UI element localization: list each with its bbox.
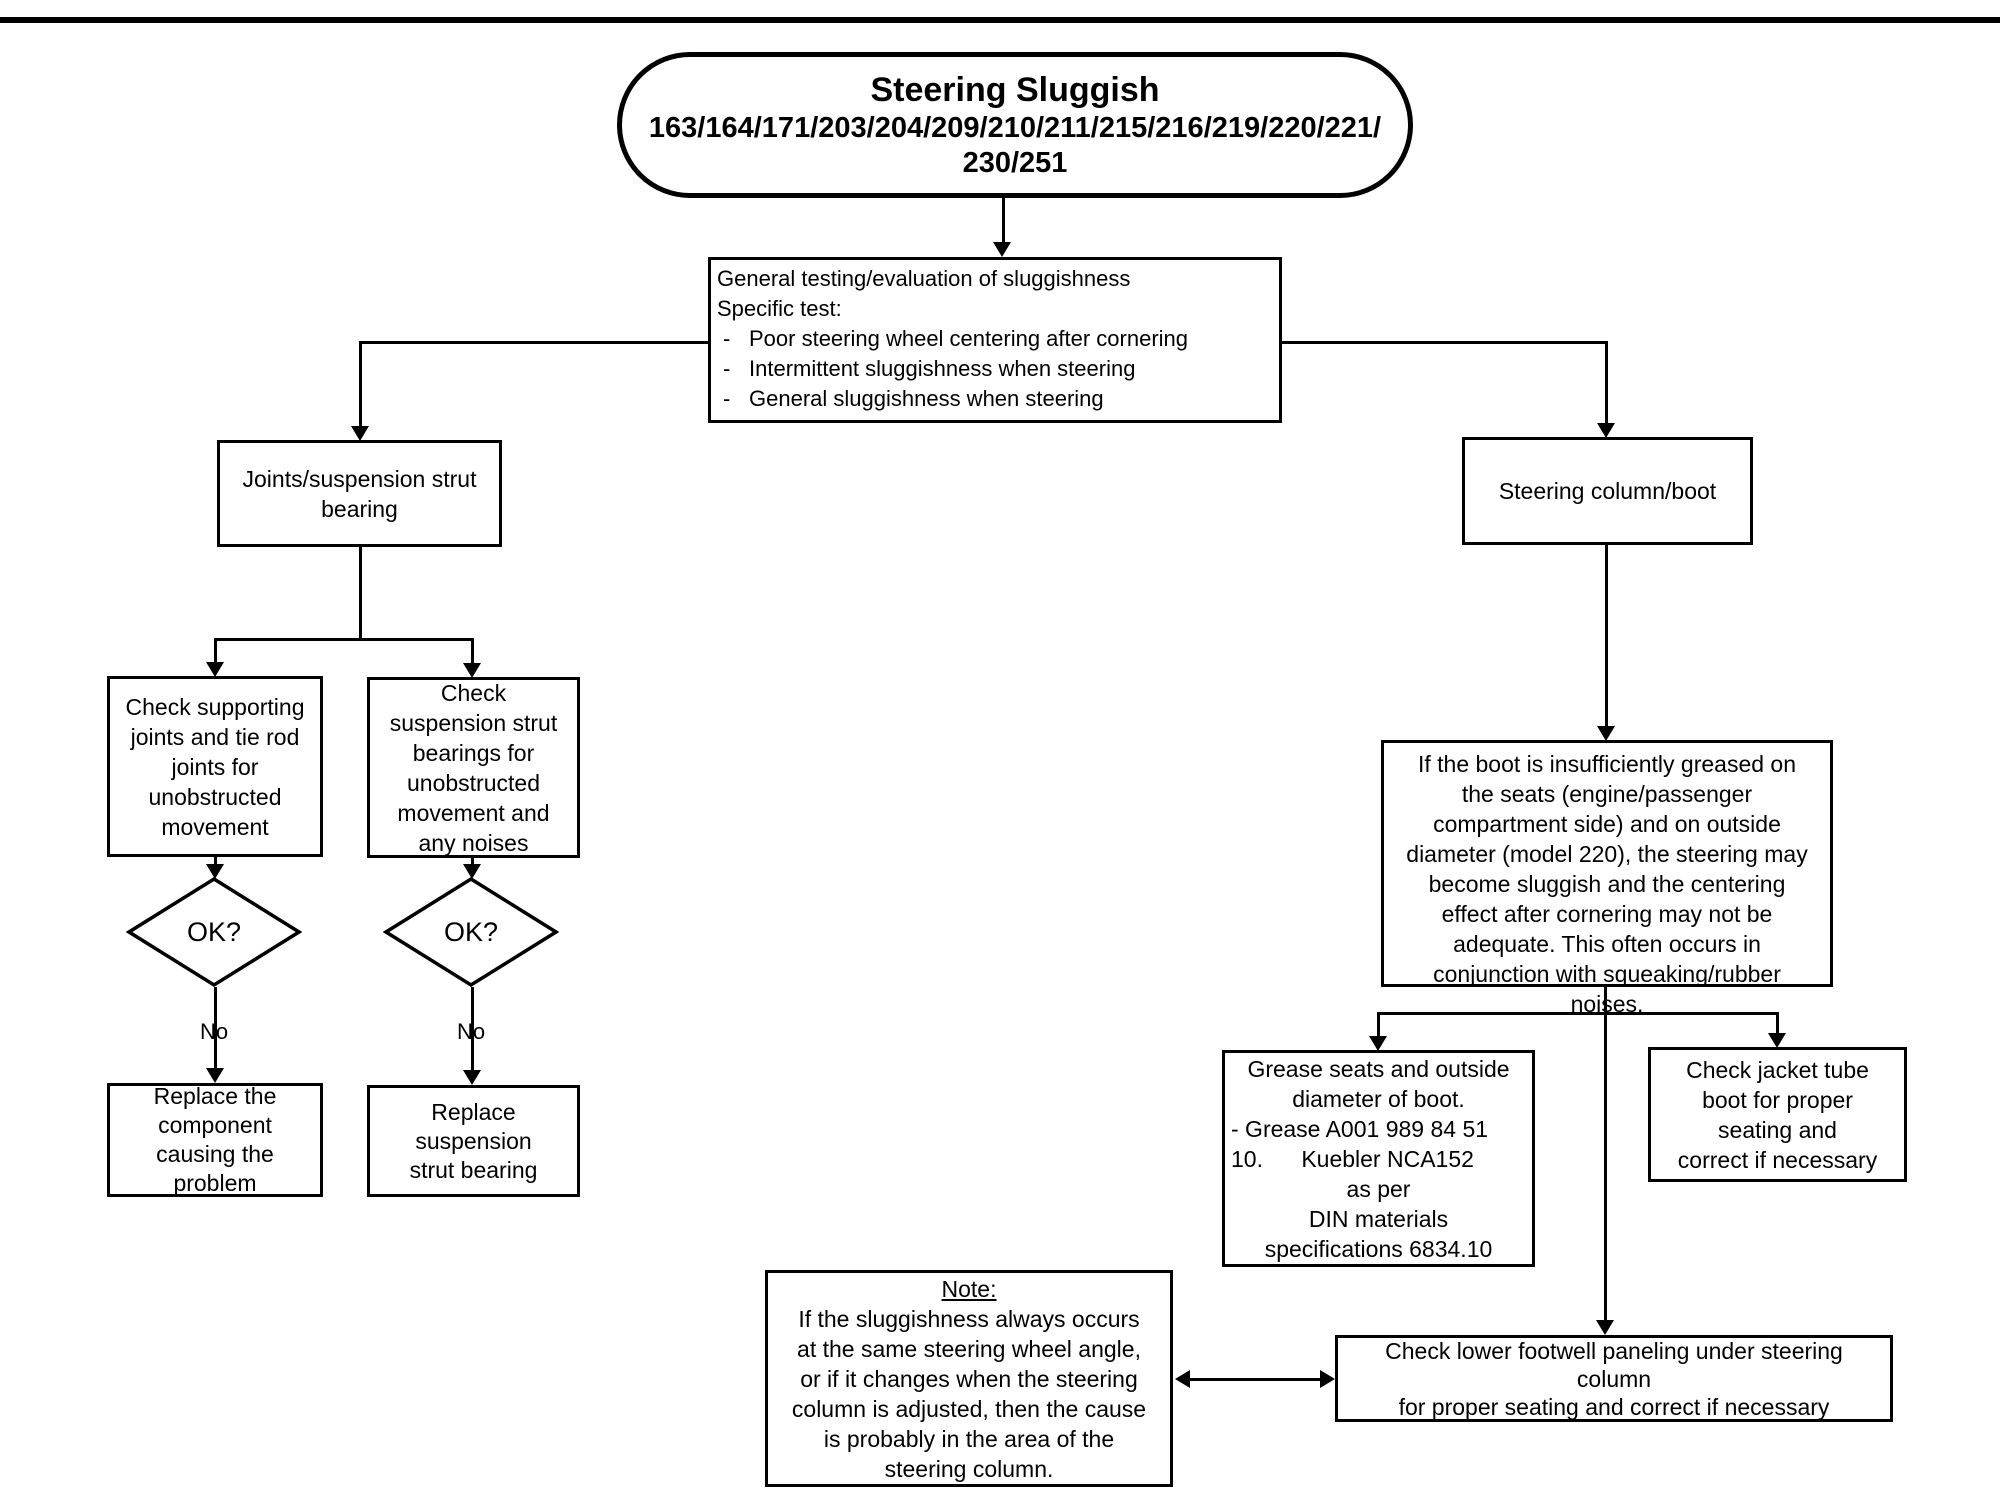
- arrowhead-down-icon: [463, 1070, 481, 1085]
- connector-title-general: [1002, 197, 1005, 243]
- arrowhead-down-icon: [1768, 1033, 1786, 1048]
- arrowhead-down-icon: [206, 864, 224, 879]
- arrowhead-left-icon: [1175, 1370, 1190, 1388]
- connector-joints-down: [359, 547, 362, 641]
- diamond-shape: [383, 876, 559, 988]
- arrowhead-down-icon: [206, 662, 224, 677]
- general-testing-bullet: - Poor steering wheel centering after co…: [723, 326, 1189, 351]
- connector-bootinfo-split: [1377, 1012, 1779, 1015]
- arrowhead-down-icon: [463, 864, 481, 879]
- model-codes-line1: 163/164/171/203/204/209/210/211/215/216/…: [648, 112, 1382, 144]
- page-top-rule: [0, 17, 2000, 23]
- page-title: Steering Sluggish: [870, 71, 1160, 109]
- arrowhead-right-icon: [1320, 1370, 1335, 1388]
- connector-split-grease-drop: [1377, 1012, 1380, 1038]
- connector-joints-split: [214, 638, 472, 641]
- connector-split-left-drop: [214, 638, 217, 664]
- note-heading: Note:: [941, 1275, 997, 1302]
- connector-check-diamond-left: [214, 857, 217, 866]
- connector-no-right: [471, 987, 474, 1071]
- connector-no-left: [214, 987, 217, 1069]
- general-testing-line2: Specific test:: [717, 296, 842, 321]
- check-footwell-paneling-node: Check lower footwell paneling under stee…: [1335, 1335, 1893, 1422]
- title-node: Steering Sluggish 163/164/171/203/204/20…: [617, 52, 1413, 198]
- connector-bootinfo-down: [1604, 987, 1607, 1015]
- diamond-shape: [126, 876, 302, 988]
- arrowhead-down-icon: [1369, 1036, 1387, 1051]
- arrowhead-down-icon: [351, 426, 369, 441]
- arrowhead-down-icon: [1596, 1320, 1614, 1335]
- arrowhead-down-icon: [206, 1068, 224, 1083]
- connector-check-diamond-right: [471, 858, 474, 866]
- arrowhead-down-icon: [993, 242, 1011, 257]
- connector-general-right-drop: [1605, 341, 1608, 425]
- general-testing-line1: General testing/evaluation of sluggishne…: [717, 266, 1131, 291]
- model-codes-line2: 230/251: [962, 147, 1068, 179]
- general-testing-bullet: - General sluggishness when steering: [723, 386, 1104, 411]
- connector-general-left: [359, 341, 708, 344]
- connector-steering-bootinfo: [1605, 545, 1608, 730]
- arrowhead-down-icon: [1597, 423, 1615, 438]
- decision-ok-right: OK?: [383, 876, 559, 988]
- decision-ok-left: OK?: [126, 876, 302, 988]
- connector-split-footwell-drop: [1604, 1012, 1607, 1322]
- connector-note-footwell: [1188, 1378, 1322, 1381]
- steering-column-boot-node: Steering column/boot: [1462, 437, 1753, 545]
- connector-split-right-drop: [471, 638, 474, 665]
- connector-general-right: [1282, 341, 1608, 344]
- decision-ok-left-label: OK?: [186, 916, 242, 947]
- general-testing-node: General testing/evaluation of sluggishne…: [708, 257, 1282, 423]
- decision-ok-right-label: OK?: [443, 916, 499, 947]
- general-testing-bullet: - Intermittent sluggishness when steerin…: [723, 356, 1136, 381]
- arrowhead-down-icon: [463, 663, 481, 678]
- arrowhead-down-icon: [1597, 726, 1615, 741]
- connector-split-jacket-drop: [1776, 1012, 1779, 1035]
- connector-general-left-drop: [359, 341, 362, 428]
- boot-grease-info-node: If the boot is insufficiently greased on…: [1381, 740, 1833, 1017]
